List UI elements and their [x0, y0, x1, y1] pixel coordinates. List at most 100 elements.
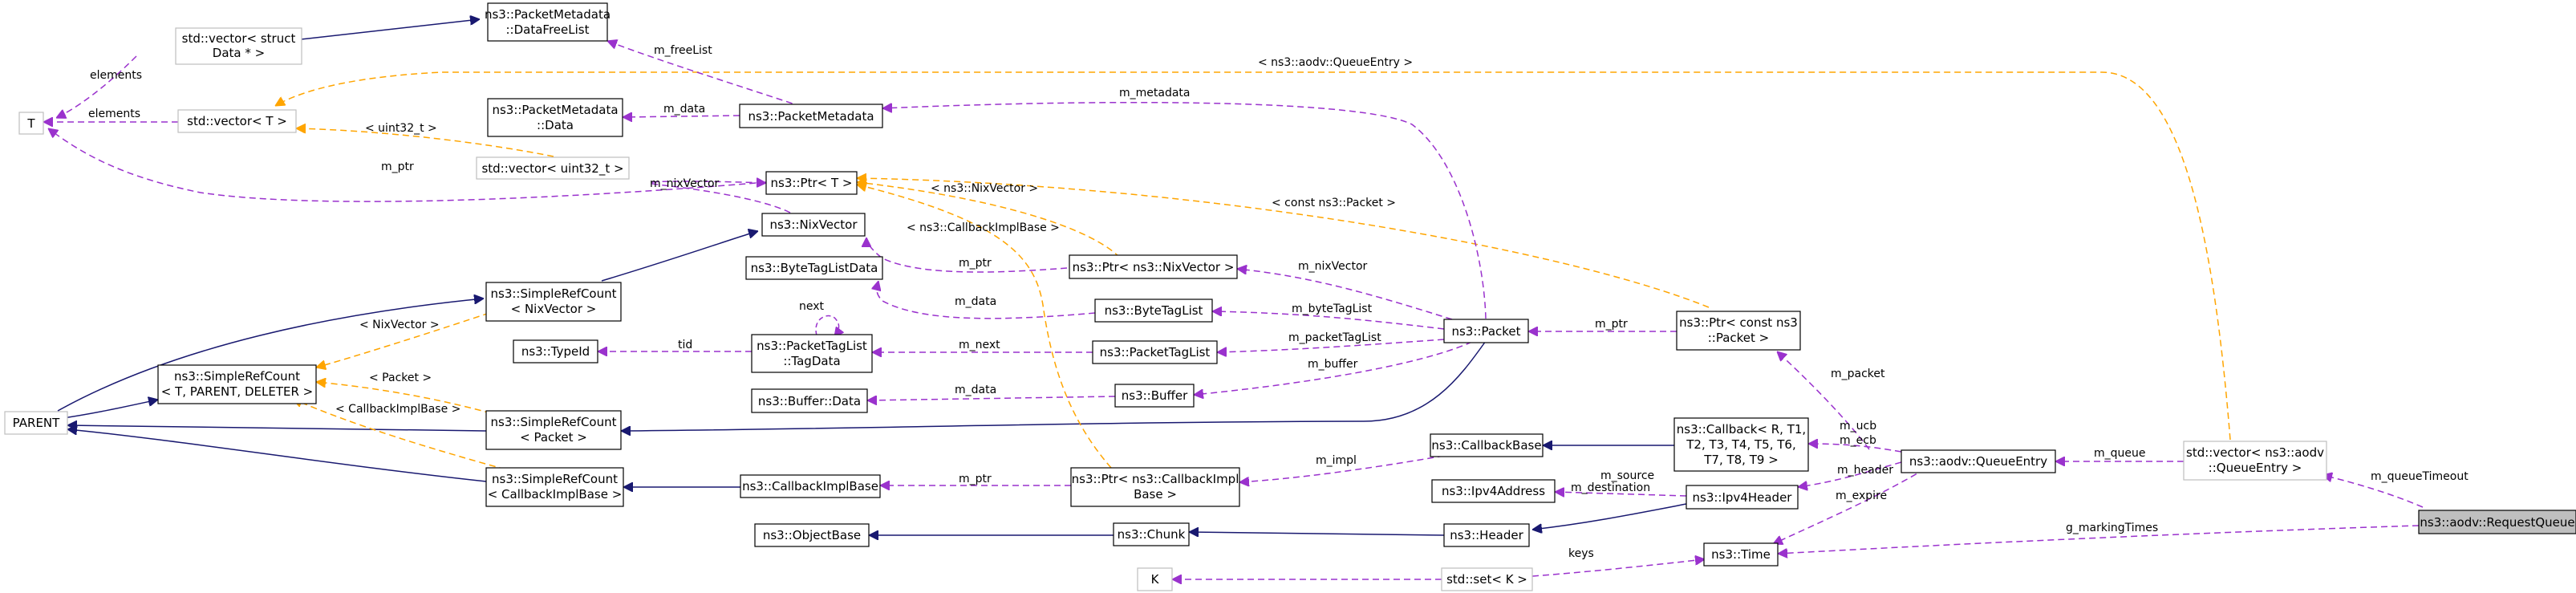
edge-srcnix-to-srcgen — [316, 312, 490, 368]
node-label-line: ns3::SimpleRefCount — [492, 472, 618, 486]
node-label-line: PARENT — [13, 416, 60, 430]
edge-parent-to-srcnix — [57, 299, 484, 412]
node-vector-T[interactable]: std::vector< T > — [177, 109, 297, 133]
node-label-line: ns3::ByteTagList — [1105, 303, 1203, 318]
edge-label-template-uint32: < uint32_t > — [365, 122, 437, 135]
edge-vecu32-to-vecT — [296, 128, 554, 157]
node-label-line: ns3::PacketMetadata — [485, 7, 611, 22]
edge-label-msource: m_source — [1600, 469, 1654, 482]
node-nixvector[interactable]: ns3::NixVector — [761, 213, 866, 237]
edge-qe-to-time — [1773, 468, 1926, 544]
edge-label-template-queueentry: < ns3::aodv::QueueEntry > — [1258, 56, 1413, 69]
edge-label-mdata: m_data — [663, 103, 705, 116]
node-simplerefcount-nixvector[interactable]: ns3::SimpleRefCount < NixVector > — [485, 282, 622, 322]
node-objectbase[interactable]: ns3::ObjectBase — [754, 523, 870, 547]
edge-label-mbuffer: m_buffer — [1308, 358, 1358, 371]
node-aodv-requestqueue[interactable]: ns3::aodv::RequestQueue — [2418, 510, 2576, 534]
node-packettaglist[interactable]: ns3::PacketTagList — [1092, 340, 1218, 364]
node-callbackbase[interactable]: ns3::CallbackBase — [1430, 433, 1544, 457]
node-label-line: ns3::PacketMetadata — [492, 103, 618, 117]
node-label-line: < T, PARENT, DELETER > — [161, 384, 313, 399]
edge-label-template-nixvector-ref: < NixVector > — [359, 319, 440, 331]
node-label-line: ns3::Ptr< const ns3 — [1679, 315, 1798, 330]
node-chunk[interactable]: ns3::Chunk — [1113, 522, 1190, 546]
node-label-line: ns3::PacketMetadata — [748, 109, 874, 124]
node-label-line: ns3::Ipv4Address — [1442, 484, 1545, 498]
node-simplerefcount-generic[interactable]: ns3::SimpleRefCount < T, PARENT, DELETER… — [157, 364, 317, 404]
node-label-line: ::DataFreeList — [506, 22, 590, 37]
edge-ptrnix-to-nixvector — [866, 237, 1068, 273]
node-label-line: < NixVector > — [511, 302, 597, 316]
node-packet[interactable]: ns3::Packet — [1443, 319, 1529, 343]
node-label-line: ns3::CallbackImplBase — [742, 479, 878, 493]
node-parent[interactable]: PARENT — [4, 411, 68, 435]
edge-ptrnix-to-ptrT — [857, 182, 1121, 258]
edge-label-template-const-packet: < const ns3::Packet > — [1272, 197, 1396, 209]
node-vector-queueentry[interactable]: std::vector< ns3::aodv ::QueueEntry > — [2183, 441, 2327, 481]
node-label-line: ns3::ByteTagListData — [751, 261, 878, 275]
edge-label-template-callbackimplbase: < ns3::CallbackImplBase > — [907, 221, 1060, 234]
node-vector-uint32[interactable]: std::vector< uint32_t > — [476, 156, 630, 180]
edge-label-mucb: m_ucb — [1840, 420, 1876, 433]
node-label-line: std::vector< struct — [182, 31, 296, 46]
node-label-line: ns3::aodv::QueueEntry — [1909, 454, 2047, 469]
node-ptr-nixvector[interactable]: ns3::Ptr< ns3::NixVector > — [1069, 254, 1238, 279]
node-ptr-callbackimplbase[interactable]: ns3::Ptr< ns3::CallbackImpl Base > — [1070, 467, 1240, 507]
edge-srcpkt-to-parent — [67, 425, 487, 432]
edge-qe-to-callback — [1808, 444, 1902, 453]
node-label-line: ns3::CallbackBase — [1431, 438, 1541, 453]
node-time[interactable]: ns3::Time — [1703, 542, 1779, 567]
edge-label-next: next — [799, 300, 825, 313]
edge-ipv4hdr-to-ipv4addr — [1555, 492, 1687, 496]
node-header[interactable]: ns3::Header — [1443, 523, 1530, 547]
edge-setK-to-time — [1531, 559, 1705, 577]
node-ptr-const-packet[interactable]: ns3::Ptr< const ns3 ::Packet > — [1676, 311, 1801, 351]
node-aodv-queueentry[interactable]: ns3::aodv::QueueEntry — [1901, 449, 2056, 473]
node-label-line: std::vector< uint32_t > — [481, 161, 623, 177]
node-label-line: ns3::Header — [1450, 528, 1523, 542]
edge-qe-to-ipv4hdr — [1798, 461, 1902, 487]
node-ipv4address[interactable]: ns3::Ipv4Address — [1431, 479, 1556, 503]
node-vector-struct-data[interactable]: std::vector< struct Data * > — [175, 27, 302, 65]
node-typeid[interactable]: ns3::TypeId — [513, 339, 598, 364]
edge-label-mqueue: m_queueTimeout — [2371, 470, 2468, 483]
edge-ptrcb-to-ptrT — [857, 185, 1112, 469]
node-bytetaglistdata[interactable]: ns3::ByteTagListData — [745, 256, 883, 280]
node-label-line: std::set< K > — [1446, 572, 1527, 587]
node-set-K[interactable]: std::set< K > — [1441, 567, 1533, 591]
edge-rq-to-vecqe — [2322, 475, 2424, 508]
edge-label-mqueuetimeout: g_markingTimes — [2066, 522, 2158, 534]
node-K[interactable]: K — [1137, 567, 1173, 591]
edge-label-mfreelist: m_freeList — [654, 44, 712, 57]
node-packettaglist-tagdata[interactable]: ns3::PacketTagList ::TagData — [751, 334, 873, 373]
node-label-line: ns3::Chunk — [1118, 527, 1186, 542]
node-simplerefcount-packet[interactable]: ns3::SimpleRefCount < Packet > — [485, 410, 622, 450]
node-label-line: ns3::TypeId — [521, 344, 590, 359]
edge-label-mbytetaglist: m_byteTagList — [1292, 303, 1373, 315]
edge-label-mdata: m_data — [955, 384, 996, 396]
node-packetmetadata-data[interactable]: ns3::PacketMetadata ::Data — [487, 98, 623, 137]
node-bytetaglist[interactable]: ns3::ByteTagList — [1094, 299, 1213, 323]
edge-buffer-to-bufdata — [867, 396, 1116, 400]
node-label-line: ns3::SimpleRefCount — [174, 369, 300, 384]
edge-packet-to-btl — [1212, 311, 1445, 330]
node-buffer-data[interactable]: ns3::Buffer::Data — [751, 388, 868, 413]
edge-ptrT-to-T — [48, 128, 767, 202]
node-T[interactable]: T — [18, 112, 44, 135]
edge-pm-to-dfl — [607, 41, 803, 108]
node-packetmetadata[interactable]: ns3::PacketMetadata — [739, 104, 883, 128]
node-ptr-T[interactable]: ns3::Ptr< T > — [765, 171, 858, 195]
node-simplerefcount-callbackimplbase[interactable]: ns3::SimpleRefCount < CallbackImplBase > — [485, 467, 624, 507]
edge-label-mptr: m_ptr — [381, 160, 414, 173]
node-ipv4header[interactable]: ns3::Ipv4Header — [1686, 485, 1799, 510]
node-label-line: ns3::SimpleRefCount — [491, 286, 617, 301]
edge-packet-to-buffer — [1194, 341, 1473, 395]
node-callbackimplbase[interactable]: ns3::CallbackImplBase — [740, 474, 881, 498]
edge-label-tid: tid — [678, 339, 692, 351]
node-callback[interactable]: ns3::Callback< R, T1, T2, T3, T4, T5, T6… — [1673, 417, 1809, 472]
node-buffer[interactable]: ns3::Buffer — [1114, 384, 1195, 408]
edge-srccb-to-srcgen — [293, 399, 506, 470]
node-packetmetadata-datafreelist[interactable]: ns3::PacketMetadata ::DataFreeList — [485, 2, 611, 42]
edge-srcpkt-to-srcgen — [316, 382, 492, 414]
edge-label-mimpl: m_impl — [1316, 454, 1357, 467]
